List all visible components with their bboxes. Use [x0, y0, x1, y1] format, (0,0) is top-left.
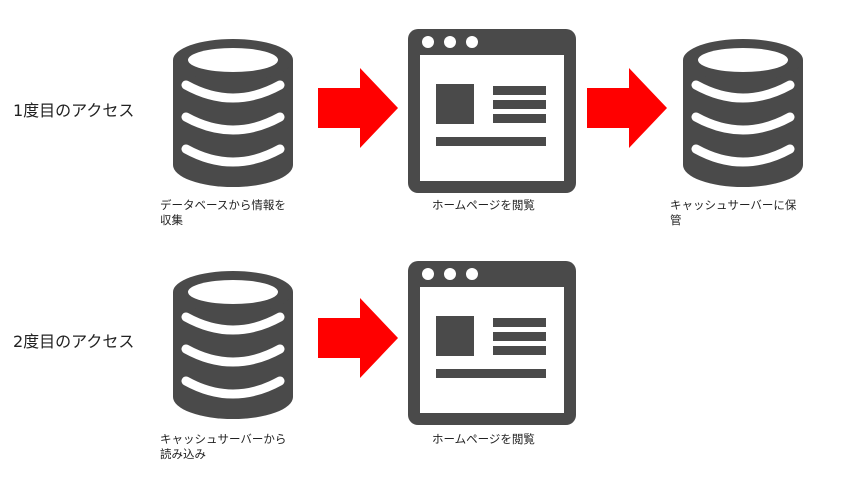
arrow-right-icon — [318, 298, 398, 378]
step-caption: データベースから情報を 収集 — [160, 198, 286, 227]
database-icon — [678, 35, 808, 190]
database-icon — [168, 267, 298, 422]
arrow-right-icon — [587, 68, 667, 148]
browser-window-icon — [408, 29, 576, 193]
row-label-first-access: 1度目のアクセス — [13, 101, 135, 120]
browser-window-icon — [408, 261, 576, 425]
row-label-second-access: 2度目のアクセス — [13, 332, 135, 351]
step-caption: ホームページを閲覧 — [432, 432, 535, 446]
step-caption: ホームページを閲覧 — [432, 198, 535, 212]
step-caption: キャッシュサーバーに保 管 — [670, 198, 797, 227]
step-caption: キャッシュサーバーから 読み込み — [160, 432, 287, 461]
database-icon — [168, 35, 298, 190]
arrow-right-icon — [318, 68, 398, 148]
